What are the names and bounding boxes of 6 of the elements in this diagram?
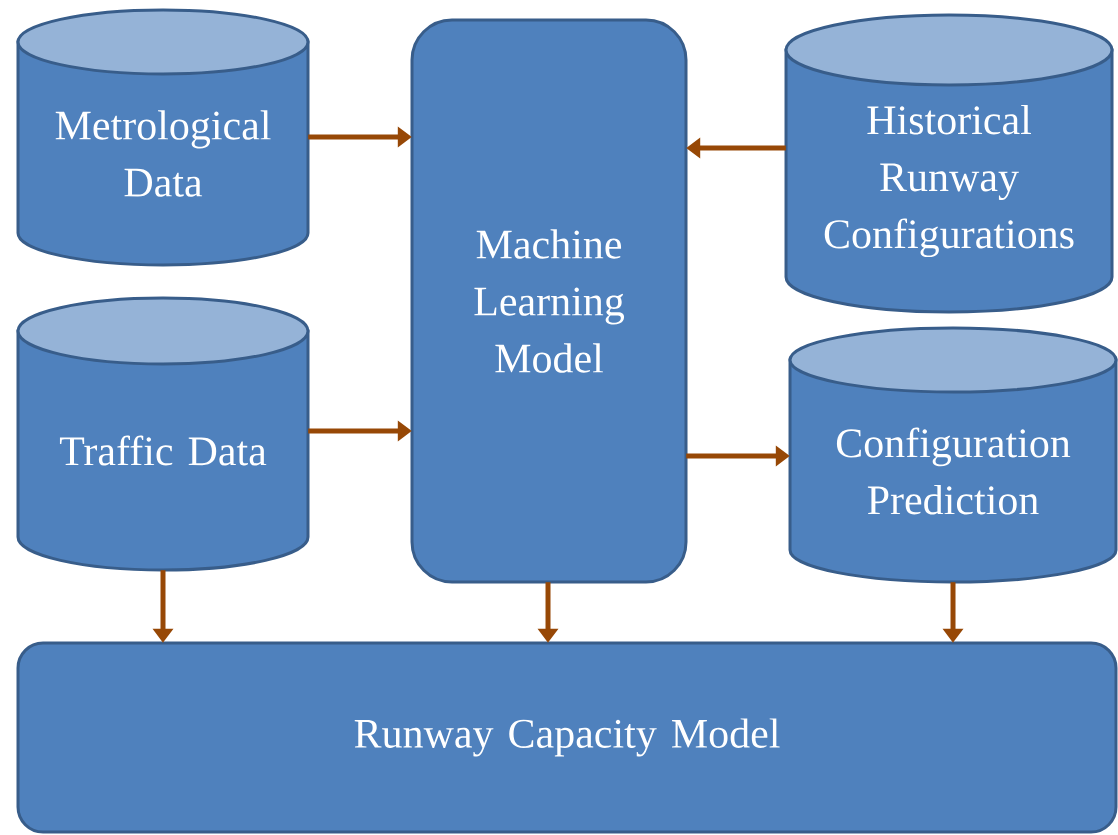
process-box: Runway Capacity Model <box>16 641 1118 834</box>
process-box: Machine Learning Model <box>410 18 688 584</box>
database-cylinder: Traffic Data <box>16 296 310 572</box>
database-cylinder: Historical Runway Configurations <box>784 13 1114 314</box>
database-cylinder: Configuration Prediction <box>788 326 1118 584</box>
database-cylinder: Metrological Data <box>16 8 310 267</box>
